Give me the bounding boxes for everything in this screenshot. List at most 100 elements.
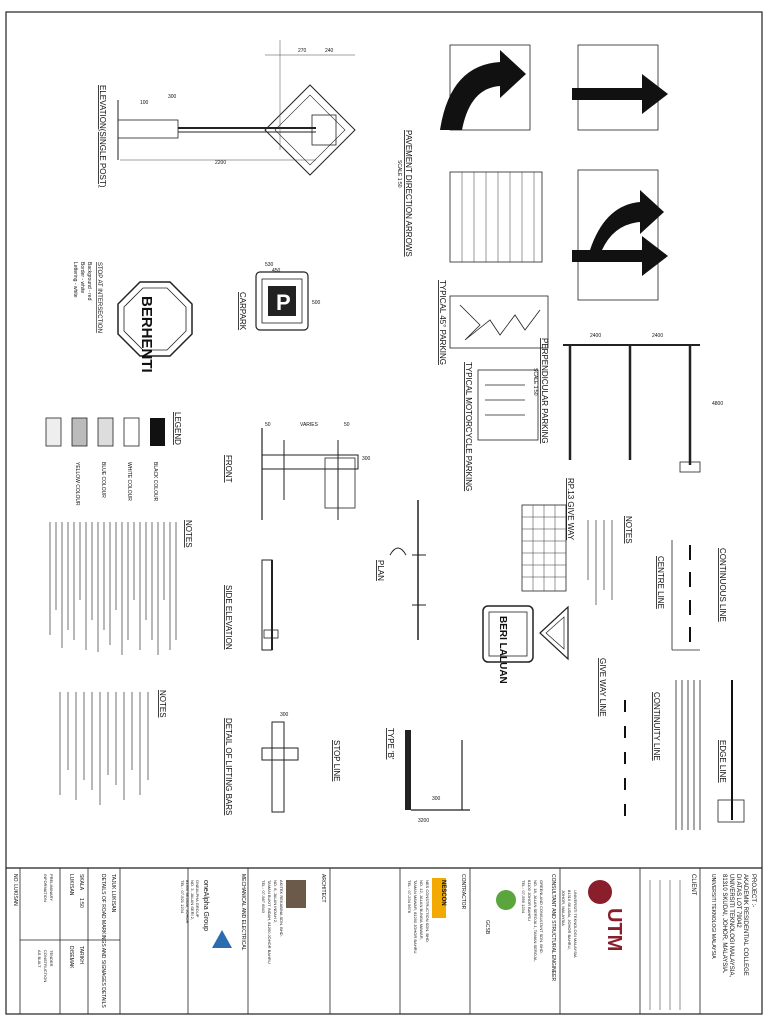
legend: LEGEND BLACK COLOUR WHITE COLOUR BLUE CO… [45, 412, 182, 506]
carpark-sign: P 530 450 500 CARPARK [238, 262, 321, 331]
stop-line-detail: 3200 300 STOP LINE TYPE 'B' [332, 728, 470, 824]
nescon-logo-box [432, 878, 446, 918]
legend-yellow: YELLOW COLOUR [74, 462, 80, 506]
nescon-logo: NESCON [440, 880, 446, 906]
front-dim-1: 50 [265, 422, 271, 428]
front-title: FRONT [224, 455, 233, 483]
elevation-dim-240: 240 [325, 48, 334, 54]
lifting-bars: 300 DETAIL OF LIFTING BARS [224, 712, 299, 815]
date-label: TARIKH [78, 946, 84, 964]
gcsb-line-4: TEL : 07-555 1234 [521, 880, 526, 914]
giveway-line-title: GIVE WAY LINE [598, 658, 607, 717]
stopline-title: STOP LINE [332, 740, 341, 782]
akitek-line-2: NO. 8, JALAN INDAH 2, [273, 880, 278, 923]
parking-table [449, 171, 543, 263]
front-dim-3: 50 [344, 422, 350, 428]
onealpha-line-3: 81300 SKUDAI, JOHOR [185, 880, 190, 923]
status-5: AS BUILT [37, 950, 42, 968]
project-line-1: AKADEMIK RESIDENTIAL COLLEGE [742, 874, 748, 976]
legend-white: WHITE COLOUR [126, 462, 132, 501]
elevation-dim-100: 100 [140, 100, 149, 106]
continuous-centre-lines: CONTINUOUS LINE CENTRE LINE [656, 540, 727, 651]
project-line-3: UNIVERSITI TEKNOLOGI MALAYSIA, [728, 874, 734, 977]
perp-scale: SCALE 1:50 [532, 368, 538, 396]
continuous-title: CONTINUOUS LINE [718, 548, 727, 622]
onealpha-line-2: NO. 3, JALAN SERI 2, [190, 880, 195, 920]
stopline-dim-2: 300 [432, 796, 441, 802]
sheet-border [5, 11, 763, 1015]
drawing-title-label: TAJUK LUKISAN [110, 874, 116, 913]
notes-left: NOTES [49, 520, 193, 655]
stop-word: BERHENTI [138, 296, 155, 373]
plan-title: PLAN [376, 560, 385, 581]
perp-dim-1: 2400 [590, 333, 601, 339]
status-1: PRELIMINARY [49, 874, 54, 901]
front-detail: FRONT 50 VARIES 50 300 [224, 422, 371, 520]
plan-detail: PLAN [376, 500, 426, 640]
lifting-dim: 300 [280, 712, 289, 718]
giveway-sign-word: BERI LALUAN [497, 616, 508, 684]
onealpha-star-icon [212, 930, 232, 948]
side-elevation: SIDE ELEVATION [224, 559, 279, 651]
akitek-line-3: TAMAN BUKIT INDAH, 81200 JOHOR BAHRU [267, 880, 272, 964]
motorcycle-title: TYPICAL MOTORCYCLE PARKING [464, 362, 473, 491]
pavement-arrows: PAVEMENT DIRECTION ARROWS SCALE 1:50 [396, 44, 668, 301]
drawing-title: DETAILS OF ROAD MARKINGS AND SIGNAGES DE… [100, 874, 106, 1008]
pavement-title: PAVEMENT DIRECTION ARROWS [404, 130, 413, 257]
status-3: TENDER [49, 950, 54, 967]
nescon-line-3: TAMAN MAWAR, 81200 JOHOR BAHRU [413, 880, 418, 954]
gcsb-line-2: NO. 18, JALAN SEROJA 1, TAMAN SEROJA, [533, 880, 538, 962]
drawing-no-label: NO. LUKISAN [12, 874, 18, 906]
gcsb-line-1: GREENLAND CONSULTANT SDN. BHD. [539, 880, 544, 954]
carpark-dim-2: 450 [272, 268, 281, 274]
scale-value: 1:50 [78, 898, 84, 908]
status-2: INFORMATION [43, 874, 48, 902]
akitek-line-4: TEL : 07-987 6543 [261, 880, 266, 914]
contractor-label: CONTRACTOR [460, 874, 466, 910]
centre-title: CENTRE LINE [656, 556, 665, 609]
carpark-dim-3: 500 [312, 300, 321, 306]
perpendicular-parking: 2400 2400 4800 PERPENDICULAR PARKING SCA… [532, 333, 723, 473]
architect-label: ARCHITECT [320, 874, 326, 903]
client-line-1: UNIVERSITI TEKNOLOGI MALAYSIA [710, 874, 716, 959]
giveway-sign-title: RP.13 GIVE WAY [566, 478, 575, 541]
stop-colour-3: Lettering - white [72, 262, 78, 298]
nescon-line-1: NES CONSTRUCTION SDN. BHD. [425, 880, 430, 943]
pavement-scale: SCALE 1:50 [396, 160, 402, 188]
elevation-single-post: 100 300 2200 270 240 ELEVATION(SINGLE PO… [98, 40, 356, 188]
legend-blue: BLUE COLOUR [100, 462, 106, 498]
title-block: PROJECT :- AKADEMIK RESIDENTIAL COLLEGE … [12, 868, 756, 1014]
gcsb-leaf-icon [496, 890, 516, 910]
edge-line: EDGE LINE [717, 680, 745, 823]
elevation-title: ELEVATION(SINGLE POST) [98, 85, 107, 188]
giveway-sign: BERI LALUAN [482, 605, 569, 684]
utm-address-1: UNIVERSITI TEKNOLOGI MALAYSIA [573, 890, 578, 958]
project-line-4: 81310 SKUDAI, JOHOR, MALAYSIA. [721, 874, 727, 974]
front-dim-2: VARIES [300, 422, 319, 428]
perp-title: PERPENDICULAR PARKING [540, 338, 549, 444]
legend-black: BLACK COLOUR [152, 462, 158, 502]
consultant-label: CONSULTANT AND STRUCTURAL ENGINEER [550, 874, 556, 981]
onealpha-logo: oneAlpha Group [202, 880, 209, 931]
gcsb-line-3: 81100 JOHOR BAHRU [527, 880, 532, 921]
edge-title: EDGE LINE [718, 740, 727, 783]
project-label: PROJECT :- [750, 874, 756, 907]
carpark-dim-1: 530 [265, 262, 274, 268]
legend-title: LEGEND [173, 412, 182, 445]
continuity-giveway-lines: CONTINUITY LINE GIVE WAY LINE [598, 658, 701, 830]
stop-title: STOP AT INTERSECTION [96, 262, 102, 333]
stop-sign: BERHENTI STOP AT INTERSECTION Background… [72, 262, 193, 373]
parking-45: TYPICAL 45° PARKING [438, 280, 549, 365]
elevation-dim-270: 270 [298, 48, 307, 54]
front-dim-4: 300 [362, 456, 371, 462]
stopline-dim-1: 3200 [418, 818, 429, 824]
notes-road-title: NOTES [158, 690, 167, 718]
utm-address-2: 81310 SKUDAI, JOHOR BAHRU, [567, 890, 572, 950]
carpark-title: CARPARK [238, 292, 247, 331]
parking45-title: TYPICAL 45° PARKING [438, 280, 447, 365]
project-line-2: DI ATAS LOT 79042 [735, 874, 741, 928]
onealpha-line-1: ONEALPHA GROUP [195, 880, 200, 918]
type-b-title: TYPE 'B' [386, 728, 395, 760]
nescon-line-4: TEL : 07-234 5678 [407, 880, 412, 914]
